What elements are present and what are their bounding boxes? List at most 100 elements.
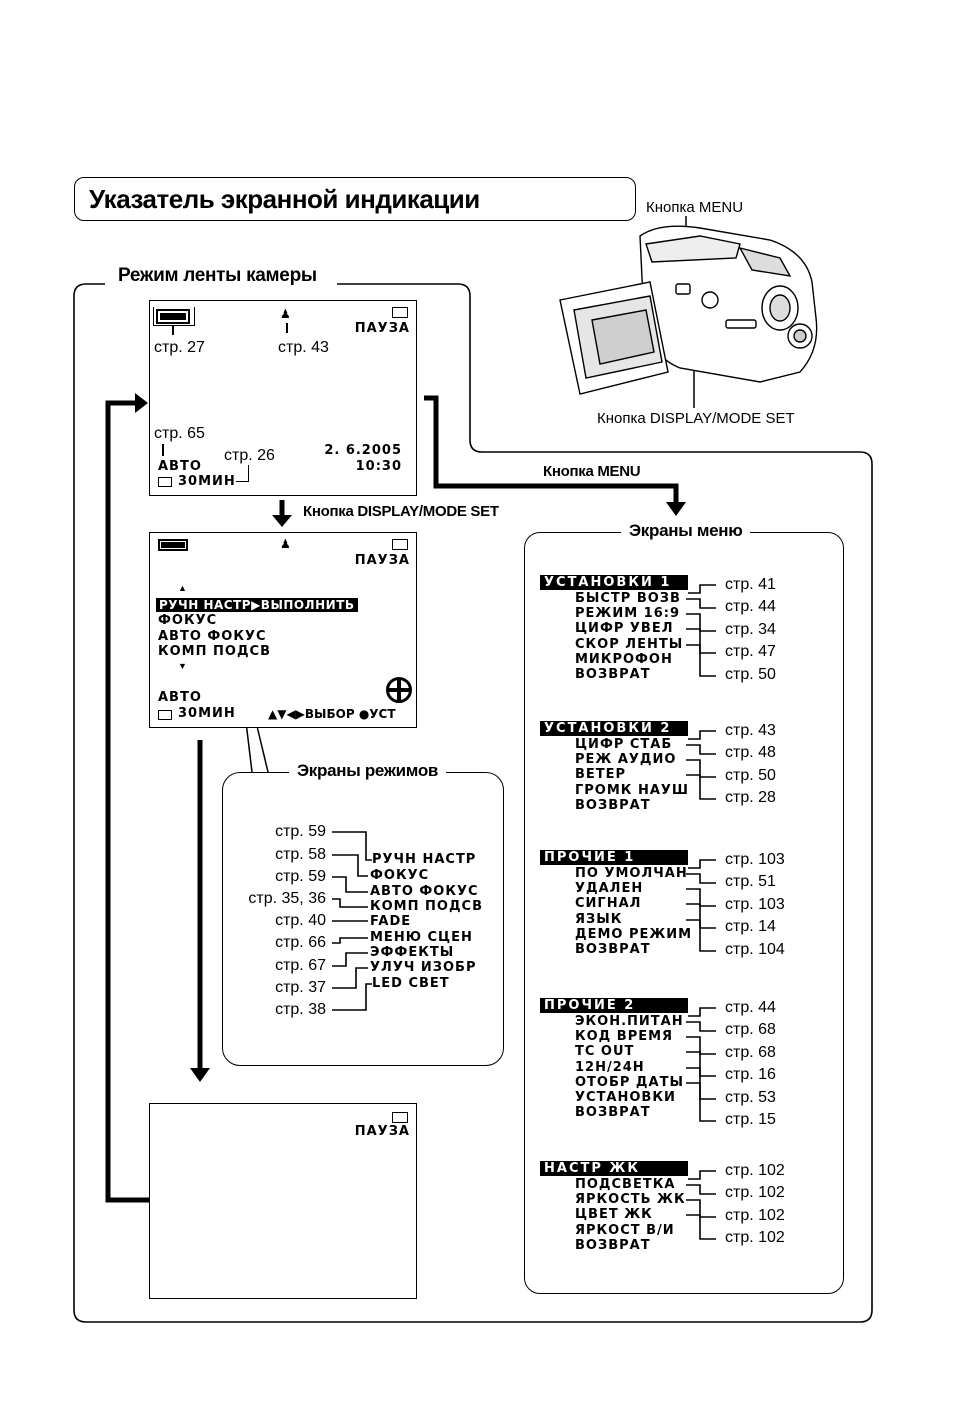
menu-group-header: УСТАНОВКИ 1 xyxy=(540,575,688,590)
menu-group-header-ref: стр. 102 xyxy=(725,1162,785,1179)
menu-item: ВЕТЕР xyxy=(575,767,627,783)
nav-hint: ▲▼◀▶ВЫБОР ●УСТ xyxy=(268,707,396,721)
menu-item: СКОР ЛЕНТЫ xyxy=(575,636,684,652)
tape-icon xyxy=(392,307,408,318)
menu-item: МИКРОФОН xyxy=(575,651,673,667)
menu-item: ГРОМК НАУШ xyxy=(575,782,689,798)
menu-item-ref: стр. 103 xyxy=(725,895,785,913)
menu-item-backlight[interactable]: КОМП ПОДСВ xyxy=(158,644,271,659)
tape-icon-small xyxy=(158,710,172,720)
menu-item: ЦИФР УВЕЛ xyxy=(575,621,674,637)
menu-item-ref: стр. 102 xyxy=(725,1206,785,1224)
menu-item-ref: стр. 53 xyxy=(725,1088,776,1106)
menu-item: ДЕМО РЕЖИМ xyxy=(575,926,693,942)
menu-item-ref: стр. 48 xyxy=(725,744,776,761)
mode-item-5: МЕНЮ СЦЕН xyxy=(370,930,473,945)
menu-item: ЦИФР СТАБ xyxy=(575,737,673,752)
pause-indicator: ПАУЗА xyxy=(354,1124,410,1139)
menu-item: ПО УМОЛЧАН xyxy=(575,866,688,881)
lcd-screen-mode: ♟ ПАУЗА ▲ РУЧН НАСТР▶ВЫПОЛНИТЬ ФОКУС АВТ… xyxy=(149,532,417,728)
menu-highlight-item[interactable]: РУЧН НАСТР▶ВЫПОЛНИТЬ xyxy=(156,598,358,612)
up-arrow-icon: ▲ xyxy=(178,583,187,593)
menu-item-ref: стр. 51 xyxy=(725,873,776,890)
mode-ref-4: стр. 40 xyxy=(275,912,326,929)
menu-group-header: ПРОЧИЕ 1 xyxy=(540,850,688,865)
ref-auto: стр. 65 xyxy=(154,425,205,442)
menu-arrow-label: Кнопка MENU xyxy=(543,463,641,480)
menu-group-header: УСТАНОВКИ 2 xyxy=(540,721,688,736)
menu-item-autofocus[interactable]: АВТО ФОКУС xyxy=(158,629,267,644)
menu-item: ОТОБР ДАТЫ xyxy=(575,1074,684,1090)
person-icon: ♟ xyxy=(280,307,291,321)
mode-ref-1: стр. 58 xyxy=(275,846,326,863)
mode-item-7: УЛУЧ ИЗОБР xyxy=(370,960,477,975)
menu-item: ВОЗВРАТ xyxy=(575,797,651,813)
menu-group-header-ref: стр. 41 xyxy=(725,576,776,593)
mode-ref-6: стр. 67 xyxy=(275,957,326,974)
menu-item-ref: стр. 47 xyxy=(725,643,776,660)
menu-item: УДАЛЕН xyxy=(575,881,644,897)
menu-item-ref: стр. 15 xyxy=(725,1111,776,1128)
mode-item-1: ФОКУС xyxy=(370,868,430,883)
menu-group-header-ref: стр. 43 xyxy=(725,722,776,739)
mode-item-4: FADE xyxy=(370,914,412,929)
battery-tick xyxy=(172,325,174,335)
menu-item: 12H/24H xyxy=(575,1059,645,1075)
down-arrow-icon: ▼ xyxy=(178,661,187,671)
menu-item-focus[interactable]: ФОКУС xyxy=(158,613,218,628)
ref-person: стр. 43 xyxy=(278,339,329,356)
menu-item-ref: стр. 102 xyxy=(725,1229,785,1246)
tape-icon xyxy=(392,1112,408,1123)
menu-item: ВОЗВРАТ xyxy=(575,1237,651,1253)
menu-item-ref: стр. 44 xyxy=(725,598,776,615)
menu-item: ВОЗВРАТ xyxy=(575,1105,651,1121)
menu-group-header: НАСТР ЖК xyxy=(540,1161,688,1176)
tape-icon-small xyxy=(158,477,172,487)
menu-item: ЦВЕТ ЖК xyxy=(575,1207,653,1223)
menu-item: ПОДСВЕТКА xyxy=(575,1177,676,1192)
display-mode-set-label: Кнопка DISPLAY/MODE SET xyxy=(303,503,499,520)
mode-ref-0: стр. 59 xyxy=(275,823,326,840)
menu-item: ЯРКОСТ В/И xyxy=(575,1222,675,1238)
mode-item-8: LED СВЕТ xyxy=(372,976,450,991)
menu-item-ref: стр. 102 xyxy=(725,1184,785,1201)
person-icon: ♟ xyxy=(280,537,291,551)
lcd-screen-blank: ПАУЗА xyxy=(149,1103,417,1299)
time-left: 30МИН xyxy=(178,474,236,489)
joystick-icon xyxy=(386,677,412,703)
mode-ref-7: стр. 37 xyxy=(275,979,326,996)
menu-item: ЯРКОСТЬ ЖК xyxy=(575,1192,686,1208)
menu-screens-label: Экраны меню xyxy=(621,521,751,541)
time-bracket xyxy=(236,465,249,482)
menu-item: СИГНАЛ xyxy=(575,896,642,912)
mode-ref-8: стр. 38 xyxy=(275,1001,326,1018)
camera-display-button-label: Кнопка DISPLAY/MODE SET xyxy=(597,410,795,427)
menu-item: БЫСТР ВОЗВ xyxy=(575,591,681,606)
menu-item: РЕЖИМ 16:9 xyxy=(575,606,680,622)
menu-item-ref: стр. 68 xyxy=(725,1021,776,1038)
mode-ref-2: стр. 59 xyxy=(275,868,326,885)
menu-item-ref: стр. 68 xyxy=(725,1043,776,1061)
auto-tick xyxy=(162,444,164,456)
battery-icon xyxy=(156,309,190,324)
mode-ref-3: стр. 35, 36 xyxy=(248,890,326,907)
menu-item-ref: стр. 50 xyxy=(725,665,776,683)
bracket-battery xyxy=(153,307,195,326)
menu-item: ЭКОН.ПИТАН xyxy=(575,1014,684,1029)
camera-menu-button-label: Кнопка MENU xyxy=(646,199,744,216)
mode-item-6: ЭФФЕКТЫ xyxy=(370,945,455,960)
menu-item: КОД ВРЕМЯ xyxy=(575,1029,674,1045)
page-title: Указатель экранной индикации xyxy=(89,184,480,214)
ref-battery: стр. 27 xyxy=(154,339,205,356)
menu-item-ref: стр. 16 xyxy=(725,1066,776,1083)
menu-group-header: ПРОЧИЕ 2 xyxy=(540,998,688,1013)
menu-item: УСТАНОВКИ xyxy=(575,1090,676,1105)
menu-item: TC OUT xyxy=(575,1044,635,1060)
mode-item-3: КОМП ПОДСВ xyxy=(370,899,483,914)
mode-item-0: РУЧН НАСТР xyxy=(372,852,477,867)
menu-group-header-ref: стр. 103 xyxy=(725,851,785,868)
title-box: Указатель экранной индикации xyxy=(74,177,636,221)
menu-item: ВОЗВРАТ xyxy=(575,667,651,682)
battery-icon xyxy=(158,539,188,551)
ref-time: стр. 26 xyxy=(224,447,275,464)
